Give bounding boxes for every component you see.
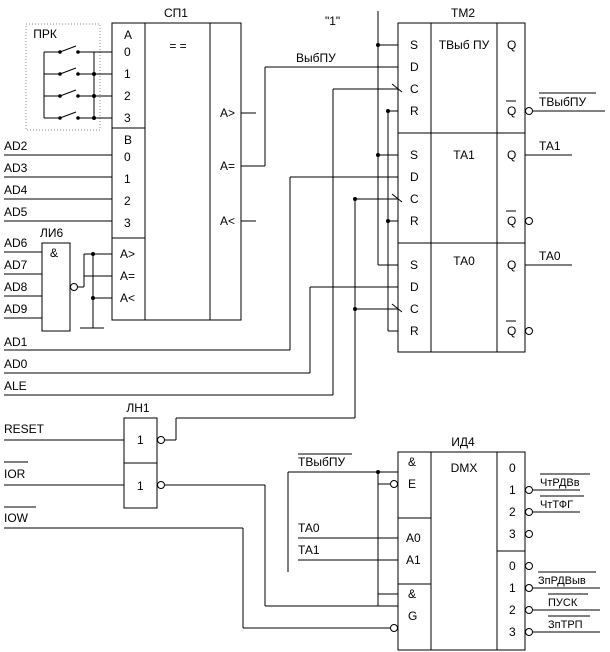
- decoder-in-ta0: ТА0: [298, 521, 320, 535]
- out-num-0: 0: [509, 461, 516, 475]
- qbar-1: Q: [507, 104, 516, 118]
- pin-d-3: D: [410, 280, 419, 294]
- out-num-4: 0: [509, 559, 516, 573]
- bus-ad6: AD6: [4, 236, 28, 250]
- out-num-6: 2: [509, 603, 516, 617]
- out-ta0: ТА0: [539, 249, 561, 263]
- pin-r-1: R: [410, 104, 419, 118]
- inverters-ref: ЛН1: [126, 401, 150, 415]
- pin-c-3: C: [410, 302, 419, 316]
- comparator-ref: СП1: [164, 6, 188, 20]
- pin-c-2: C: [410, 192, 419, 206]
- pin-r-2: R: [410, 214, 419, 228]
- flipflops-ref: ТМ2: [451, 6, 475, 20]
- flipflops-tm2: ТМ2 "1" S D C R ТВыб ПУ Q Q S D C R ТА1 …: [264, 6, 605, 418]
- bus-iow: IOW: [4, 511, 29, 525]
- decoder-a0: A0: [406, 531, 421, 545]
- one-constant: "1": [325, 14, 340, 28]
- a-input-0: 0: [124, 45, 131, 59]
- cascade-eq: A=: [120, 269, 135, 283]
- inverters-ln1: ЛН1 1 1 RESET IOR IOW: [4, 401, 398, 632]
- d-input-vybpu: ВыбПУ: [296, 51, 336, 65]
- bus-ad0: AD0: [4, 357, 28, 371]
- out-num-2: 2: [509, 505, 516, 519]
- pin-s-2: S: [410, 148, 418, 162]
- qbar-3: Q: [507, 324, 516, 338]
- out-gt: A>: [220, 106, 235, 120]
- q-3: Q: [507, 258, 516, 272]
- q-2: Q: [507, 148, 516, 162]
- out-tvybpu: ТВыбПУ: [539, 95, 586, 109]
- pin-d-2: D: [410, 170, 419, 184]
- pin-c-1: C: [410, 82, 419, 96]
- decoder-func: DMX: [451, 461, 478, 475]
- bus-ale: ALE: [4, 379, 27, 393]
- switch-label: ПРК: [33, 27, 57, 41]
- decoder-in-tvybpu: ТВыбПУ: [298, 455, 345, 469]
- bus-inputs: AD2 AD3 AD4 AD5 AD6 AD7 AD8 AD9 AD1 AD0 …: [4, 139, 333, 396]
- cell-3-name: ТА0: [453, 254, 475, 268]
- b-input-2: 2: [124, 194, 131, 208]
- out-num-7: 3: [509, 625, 516, 639]
- out-num-5: 1: [509, 581, 516, 595]
- decoder-in-ta1: ТА1: [298, 543, 320, 557]
- cell-2-name: ТА1: [453, 148, 475, 162]
- out-zptrp: ЗпТРП: [548, 619, 583, 631]
- bus-ad2: AD2: [4, 139, 28, 153]
- switch-block-prk: ПРК: [25, 23, 112, 131]
- decoder-id4: ИД4 DMX & E A0 A1 & G ТВыбПУ ТА0 ТА1 0 1…: [287, 435, 600, 651]
- b-input-1: 1: [124, 172, 131, 186]
- bus-ad5: AD5: [4, 205, 28, 219]
- decoder-ref: ИД4: [451, 435, 475, 449]
- cascade-gt: A>: [120, 247, 135, 261]
- bus-reset: RESET: [4, 422, 45, 436]
- cell-1-name: ТВыб ПУ: [439, 38, 490, 52]
- out-ta1: ТА1: [539, 139, 561, 153]
- out-num-3: 3: [509, 527, 516, 541]
- q-1: Q: [507, 38, 516, 52]
- decoder-a1: A1: [406, 553, 421, 567]
- bus-ad7: AD7: [4, 258, 28, 272]
- comparator-func: = =: [169, 39, 186, 53]
- a-input-label: A: [124, 28, 132, 42]
- and-gate-symbol: &: [50, 246, 58, 260]
- out-chttfg: ЧтТФГ: [540, 499, 573, 511]
- pin-r-3: R: [410, 324, 419, 338]
- b-input-0: 0: [124, 150, 131, 164]
- decoder-e: E: [408, 477, 416, 491]
- b-input-3: 3: [124, 216, 131, 230]
- pin-d-1: D: [410, 60, 419, 74]
- out-zprdvyv: ЗпРДВыв: [538, 575, 586, 587]
- bus-ad1: AD1: [4, 335, 28, 349]
- out-num-1: 1: [509, 483, 516, 497]
- cascade-lt: A<: [120, 291, 135, 305]
- bus-ad9: AD9: [4, 302, 28, 316]
- and-gate-ref: ЛИ6: [40, 226, 64, 240]
- a-input-1: 1: [124, 67, 131, 81]
- and-gate-li6: ЛИ6 &: [40, 226, 112, 332]
- pin-s-3: S: [410, 258, 418, 272]
- decoder-and1: &: [408, 455, 416, 469]
- inverter-bottom-symbol: 1: [137, 479, 144, 493]
- qbar-2: Q: [507, 214, 516, 228]
- inverter-top-symbol: 1: [137, 433, 144, 447]
- decoder-and2: &: [408, 587, 416, 601]
- decoder-g: G: [408, 609, 417, 623]
- pin-s-1: S: [410, 38, 418, 52]
- a-input-2: 2: [124, 89, 131, 103]
- b-input-label: B: [124, 133, 132, 147]
- out-eq: A=: [220, 159, 235, 173]
- comparator-sp1: СП1 = = A 0 1 2 3 B 0 1 2 3 A> A= A< A> …: [111, 6, 265, 321]
- out-chtrdvv: ЧтРДВв: [540, 477, 580, 489]
- bus-ad4: AD4: [4, 183, 28, 197]
- out-lt: A<: [220, 214, 235, 228]
- bus-ad8: AD8: [4, 280, 28, 294]
- out-pusk: ПУСК: [548, 597, 578, 609]
- bus-ad3: AD3: [4, 161, 28, 175]
- bus-ior: IOR: [4, 467, 26, 481]
- a-input-3: 3: [124, 111, 131, 125]
